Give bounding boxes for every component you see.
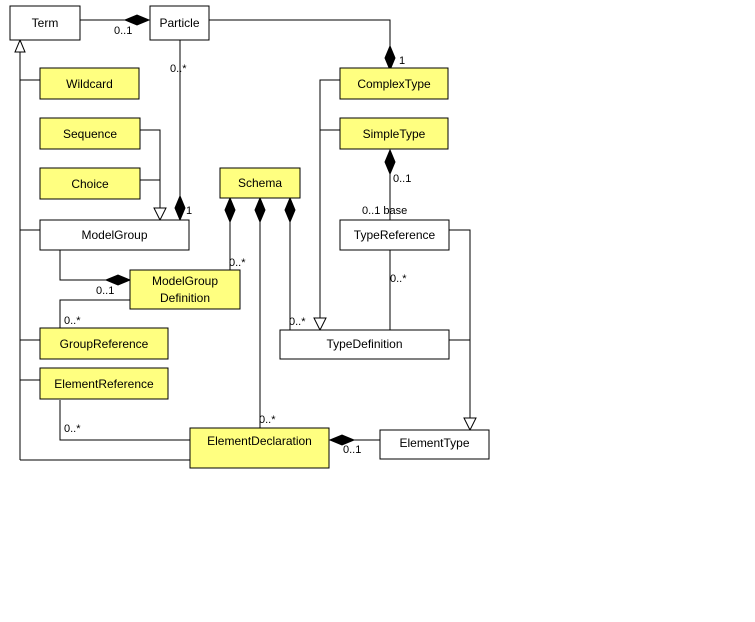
mult-schema-modelgroupdef: 0..* xyxy=(229,257,246,269)
class-element-type-label: ElementType xyxy=(399,436,469,450)
edge-modelgroup-modelgroupdef xyxy=(59,250,132,286)
class-element-reference[interactable]: ElementReference xyxy=(39,367,169,400)
class-schema-label: Schema xyxy=(238,176,282,190)
class-complextype[interactable]: ComplexType xyxy=(339,67,449,100)
class-modelgroup-definition-label-line2: Definition xyxy=(160,291,210,305)
class-group-reference[interactable]: GroupReference xyxy=(39,327,169,360)
class-sequence-label: Sequence xyxy=(63,127,117,141)
class-choice[interactable]: Choice xyxy=(39,167,141,200)
class-choice-label: Choice xyxy=(71,177,109,191)
class-complextype-label: ComplexType xyxy=(357,77,431,91)
edge-term-inheritance xyxy=(14,38,190,461)
class-modelgroup-definition-label-line1: ModelGroup xyxy=(152,274,218,288)
class-particle[interactable]: Particle xyxy=(149,5,210,41)
mult-term-particle: 0..1 xyxy=(114,25,132,37)
class-element-declaration-label: ElementDeclaration xyxy=(207,434,312,448)
edge-term-particle xyxy=(80,14,151,26)
class-schema[interactable]: Schema xyxy=(219,167,301,199)
class-sequence[interactable]: Sequence xyxy=(39,117,141,150)
class-element-type[interactable]: ElementType xyxy=(379,429,490,460)
mult-particle-modelgroup: 0..* xyxy=(170,63,187,75)
edge-schema-typedef xyxy=(280,196,296,331)
edge-elementdecl-elementtype xyxy=(328,434,380,446)
edge-elementtype-inheritance xyxy=(449,229,477,432)
edge-simpletype-typeref xyxy=(384,148,396,220)
class-modelgroup-label: ModelGroup xyxy=(81,228,147,242)
class-term[interactable]: Term xyxy=(9,5,81,41)
edge-schema-modelgroupdef xyxy=(224,196,236,270)
edge-modelgroup-inheritance xyxy=(140,129,167,222)
mult-simpletype-typeref: 0..1 xyxy=(393,173,411,185)
class-modelgroup[interactable]: ModelGroup xyxy=(39,219,190,251)
class-type-reference-label: TypeReference xyxy=(354,228,436,242)
edge-particle-complextype xyxy=(209,19,396,72)
class-simpletype[interactable]: SimpleType xyxy=(339,117,449,150)
class-type-reference[interactable]: TypeReference xyxy=(339,219,450,251)
mult-particle-complextype: 1 xyxy=(399,55,405,67)
class-term-label: Term xyxy=(32,16,59,30)
class-group-reference-label: GroupReference xyxy=(60,337,149,351)
mult-schema-elementdecl: 0..* xyxy=(259,414,276,426)
mult-modelgroup-composite: 1 xyxy=(186,205,192,217)
class-wildcard[interactable]: Wildcard xyxy=(39,67,140,100)
edge-schema-elementdecl xyxy=(254,196,266,430)
mult-typeref-typedef: 0..* xyxy=(390,273,407,285)
class-simpletype-label: SimpleType xyxy=(363,127,426,141)
class-type-definition[interactable]: TypeDefinition xyxy=(279,329,450,360)
mult-elementdecl-elementtype: 0..1 xyxy=(343,444,361,456)
mult-groupref-modelgroupdef: 0..* xyxy=(64,315,81,327)
edge-elementref-elementdecl xyxy=(59,400,190,441)
class-modelgroup-definition[interactable]: ModelGroup Definition xyxy=(129,269,241,310)
class-type-definition-label: TypeDefinition xyxy=(326,337,402,351)
class-element-reference-label: ElementReference xyxy=(54,377,154,391)
class-wildcard-label: Wildcard xyxy=(66,77,113,91)
edge-typedef-inheritance xyxy=(313,79,340,332)
mult-modelgroup-modelgroupdef: 0..1 xyxy=(96,285,114,297)
class-element-declaration[interactable]: ElementDeclaration xyxy=(189,427,330,469)
mult-elementref-elementdecl: 0..* xyxy=(64,423,81,435)
mult-typeref-base: 0..1 base xyxy=(362,205,407,217)
edge-groupref-modelgroupdef xyxy=(59,299,130,330)
mult-schema-typedef: 0..* xyxy=(289,316,306,328)
class-particle-label: Particle xyxy=(159,16,199,30)
